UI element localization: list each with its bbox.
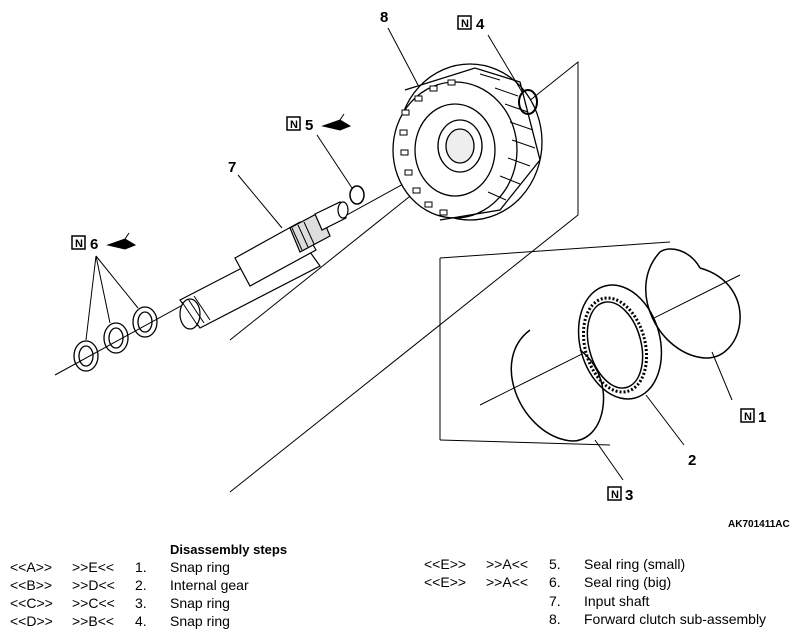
step-name: Forward clutch sub-assembly <box>584 611 767 627</box>
part-label-5: 5 <box>305 117 313 134</box>
part-label-8: 8 <box>380 9 388 26</box>
step-number: 3. <box>135 595 147 611</box>
snap-ring-1 <box>644 248 741 359</box>
ref-a: <<A>> <box>10 559 53 575</box>
n-marker-3: N <box>607 486 622 501</box>
snap-ring-4 <box>518 89 538 115</box>
ref-a: <<E>> <box>424 556 467 572</box>
part-label-2: 2 <box>688 452 696 469</box>
svg-text:N: N <box>611 489 619 501</box>
n-marker-4: N <box>457 15 472 30</box>
n-marker-5: N <box>286 116 301 131</box>
step-name: Internal gear <box>170 577 249 593</box>
svg-text:N: N <box>744 411 752 423</box>
step-name: Seal ring (small) <box>584 556 686 572</box>
drum-holes <box>399 79 456 216</box>
step-name: Snap ring <box>170 613 230 629</box>
step-number: 7. <box>549 593 561 609</box>
exploded-view-diagram: 8 N 4 N 5 7 N 6 N 1 2 N 3 <box>54 9 766 504</box>
ref-b: >>C<< <box>72 595 115 611</box>
ref-a: <<B>> <box>10 577 53 593</box>
ref-b: >>E<< <box>72 559 115 575</box>
ref-a: <<C>> <box>10 595 53 611</box>
step-number: 2. <box>135 577 147 593</box>
step-number: 4. <box>135 613 147 629</box>
svg-text:N: N <box>75 238 83 250</box>
ref-b: >>A<< <box>486 556 529 572</box>
seal-ring-5 <box>349 185 365 205</box>
ref-a: <<D>> <box>10 613 53 629</box>
step-number: 1. <box>135 559 147 575</box>
upper-frame <box>229 60 579 493</box>
n-marker-6: N <box>71 235 86 250</box>
step-name: Input shaft <box>584 593 650 609</box>
figure-code: AK701411AC <box>728 519 790 530</box>
seal-ring-6-leaders <box>85 255 139 341</box>
lower-frame <box>439 241 671 259</box>
oil-can-icon <box>106 232 137 250</box>
step-number: 5. <box>549 556 561 572</box>
svg-text:N: N <box>290 119 298 131</box>
part-label-3: 3 <box>625 487 633 504</box>
step-number: 6. <box>549 574 561 590</box>
step-name: Snap ring <box>170 559 230 575</box>
part-label-1: 1 <box>758 409 766 426</box>
drum-teeth <box>479 73 536 201</box>
ref-a: <<E>> <box>424 574 467 590</box>
snap-ring-3 <box>510 329 605 442</box>
ref-b: >>B<< <box>72 613 115 629</box>
shaft-splines <box>181 221 315 327</box>
seal-rings-6 <box>73 306 158 372</box>
ref-b: >>A<< <box>486 574 529 590</box>
part-label-6: 6 <box>90 236 98 253</box>
part-label-7: 7 <box>228 159 236 176</box>
oil-can-icon <box>321 113 352 131</box>
internal-gear <box>577 284 663 400</box>
n-marker-1: N <box>740 408 755 423</box>
part-label-4: 4 <box>476 16 485 33</box>
svg-text:N: N <box>461 18 469 30</box>
step-number: 8. <box>549 611 561 627</box>
steps-heading: Disassembly steps <box>170 542 288 557</box>
forward-clutch-drum <box>392 63 543 221</box>
step-name: Seal ring (big) <box>584 574 672 590</box>
step-name: Snap ring <box>170 595 230 611</box>
ref-b: >>D<< <box>72 577 115 593</box>
